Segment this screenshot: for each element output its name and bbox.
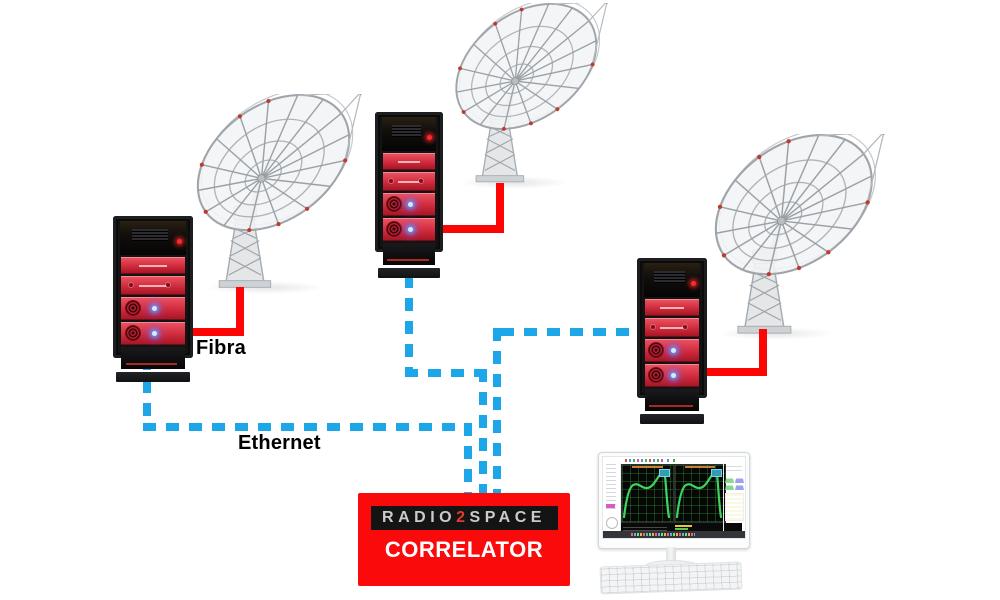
ethernet-line-rack3 — [493, 328, 501, 494]
histogram-row — [725, 477, 745, 483]
rack-bottom-panel — [383, 243, 435, 265]
ethernet-line-rack2 — [405, 369, 487, 377]
ethernet-line-rack1 — [464, 423, 472, 494]
receiver-module — [121, 322, 185, 345]
software-stats-panel — [723, 463, 745, 531]
level-bar — [675, 525, 692, 527]
fan-icon — [387, 197, 402, 211]
fan-icon — [126, 326, 141, 340]
histogram-green — [725, 478, 734, 483]
receiver-module — [383, 172, 435, 191]
data-table — [725, 493, 744, 521]
rack-top-panel — [120, 221, 186, 255]
receiver-rack-2 — [375, 112, 443, 278]
spectrum-curve — [675, 471, 723, 519]
status-led — [670, 373, 676, 379]
rack-top-panel — [644, 263, 700, 297]
ethernet-line-rack2 — [479, 369, 487, 494]
vent-grille — [131, 229, 169, 241]
spectrum-plot-2 — [674, 464, 726, 523]
rack-top-panel — [382, 117, 436, 151]
receiver-module — [645, 339, 699, 362]
power-led — [691, 281, 696, 286]
radio-telescope-2 — [425, 3, 610, 188]
spectrum-plot-1 — [621, 464, 674, 523]
fiber-line-rack1 — [183, 328, 244, 336]
receiver-module — [645, 318, 699, 337]
status-led — [407, 202, 413, 208]
rack-bottom-panel — [121, 347, 185, 369]
rack-pedestal — [116, 372, 190, 382]
control-computer — [598, 452, 758, 598]
taskbar — [603, 531, 745, 538]
receiver-rack-3 — [637, 258, 707, 424]
monitor-frame — [598, 452, 750, 549]
receiver-module — [121, 297, 185, 320]
software-toolbar — [625, 459, 711, 462]
logo-prefix: RADIO — [382, 509, 457, 526]
ethernet-label: Ethernet — [238, 432, 321, 454]
ethernet-line-rack2 — [405, 252, 413, 377]
correlator-box: RADIO2SPACE CORRELATOR — [358, 493, 570, 586]
rack-bottom-panel — [645, 389, 699, 411]
rack-pedestal — [640, 414, 704, 424]
status-led — [407, 227, 413, 233]
power-led — [427, 135, 432, 140]
fiber-label: Fibra — [196, 337, 246, 359]
monitor-screen — [602, 456, 746, 539]
fiber-line-rack2 — [496, 183, 504, 233]
histogram-row — [725, 484, 745, 490]
logo-accent: 2 — [456, 509, 470, 526]
vent-grille — [654, 271, 685, 283]
spectrum-curve — [622, 471, 671, 519]
ethernet-line-rack1 — [143, 423, 472, 431]
logo-suffix: SPACE — [469, 509, 546, 526]
status-led — [670, 348, 676, 354]
fiber-line-rack2 — [442, 225, 504, 233]
ethernet-line-rack1 — [143, 357, 151, 431]
radio-telescope-1 — [164, 94, 364, 294]
fiber-line-rack1 — [236, 287, 244, 336]
histogram-green — [725, 485, 734, 490]
rack-pedestal — [378, 268, 440, 278]
radio2space-logo: RADIO2SPACE — [370, 506, 558, 530]
receiver-module — [121, 257, 185, 274]
histogram-blue — [735, 478, 744, 483]
receiver-module — [383, 153, 435, 170]
keyboard — [599, 561, 743, 595]
power-led — [177, 239, 182, 244]
receiver-module — [383, 193, 435, 216]
histogram-blue — [735, 485, 744, 490]
receiver-rack-1 — [113, 216, 193, 382]
correlator-label: CORRELATOR — [384, 537, 544, 562]
status-led — [151, 331, 157, 337]
fan-icon — [649, 368, 664, 382]
fiber-line-rack3 — [759, 329, 767, 376]
radio-telescope-3 — [681, 134, 887, 340]
monitor-stand — [666, 547, 676, 564]
level-bar — [675, 528, 688, 530]
receiver-module — [645, 299, 699, 316]
vent-grille — [391, 125, 422, 137]
software-control-panel — [603, 463, 621, 531]
receiver-module — [383, 218, 435, 241]
fiber-line-rack3 — [705, 368, 767, 376]
fan-icon — [126, 301, 141, 315]
ethernet-line-rack3 — [501, 328, 638, 336]
receiver-module — [645, 364, 699, 387]
status-led — [151, 306, 157, 312]
fan-icon — [387, 222, 402, 236]
receiver-module — [121, 276, 185, 295]
fan-icon — [649, 343, 664, 357]
